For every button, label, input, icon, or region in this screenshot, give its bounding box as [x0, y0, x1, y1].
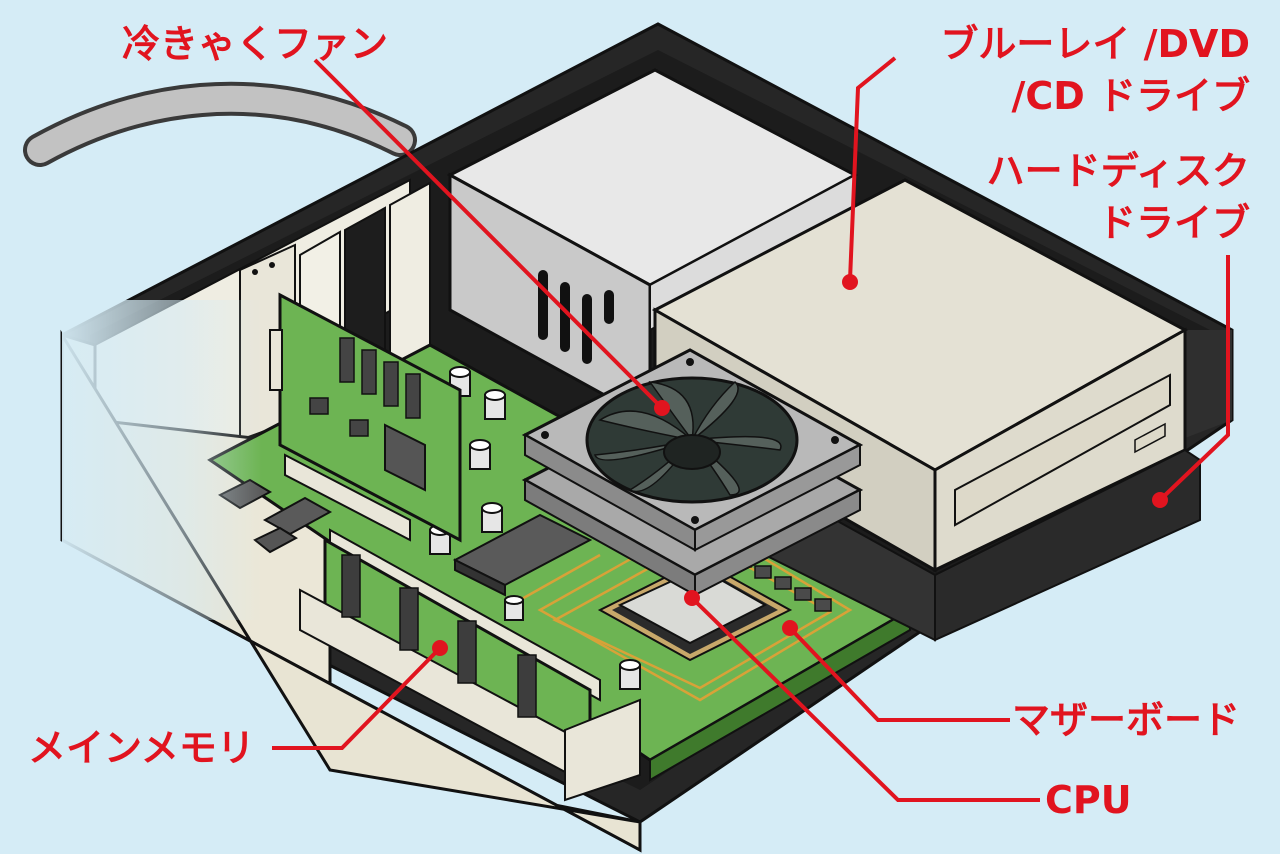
- label-optical-drive-line2: /CD ドライブ: [1011, 74, 1250, 118]
- leader-line-main-memory: [272, 646, 442, 750]
- expansion-card: [269, 292, 462, 543]
- label-hard-disk: ハードディスク ドライブ: [987, 145, 1250, 249]
- label-main-memory: メインメモリ: [28, 726, 255, 770]
- leader-lines: [272, 56, 1230, 802]
- label-cpu: CPU: [1045, 778, 1132, 822]
- label-hard-disk-line1: ハードディスク: [986, 149, 1250, 193]
- memory-modules: [299, 528, 641, 802]
- leader-dots: [432, 274, 1168, 656]
- label-cooling-fan: 冷きゃくファン: [122, 22, 389, 66]
- leader-line-cpu: [690, 596, 1040, 802]
- leader-line-hard-disk: [1158, 255, 1230, 502]
- leader-line-cooling-fan: [313, 58, 664, 410]
- cooling-fan-upper: [521, 348, 864, 552]
- capacitors: [429, 366, 641, 690]
- label-motherboard: マザーボード: [1012, 698, 1241, 742]
- label-optical-drive-line1: ブルーレイ /DVD: [940, 22, 1250, 66]
- leader-line-motherboard: [788, 626, 1010, 722]
- label-hard-disk-line2: ドライブ: [1097, 201, 1250, 245]
- leader-line-optical-drive: [848, 56, 897, 281]
- label-optical-drive: ブルーレイ /DVD /CD ドライブ: [940, 18, 1250, 122]
